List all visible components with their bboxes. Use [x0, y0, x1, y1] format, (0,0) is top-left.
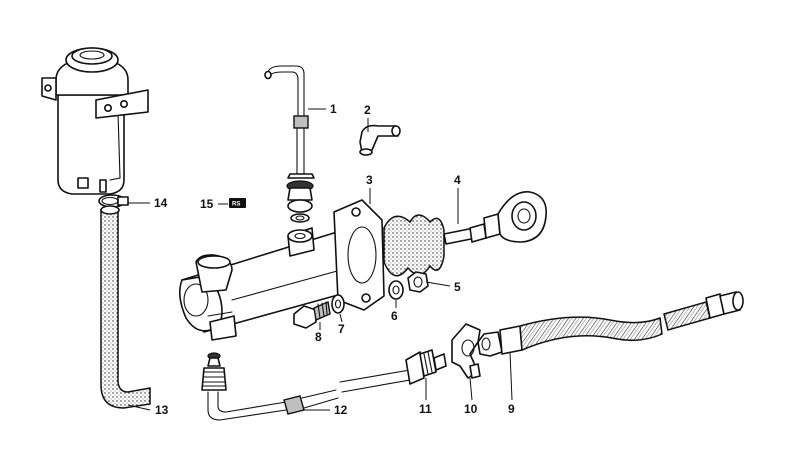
- rubber-boot: [383, 214, 445, 277]
- callout-11: 11: [419, 402, 432, 416]
- callout-13: 13: [155, 403, 169, 417]
- braided-hose: [477, 291, 744, 357]
- callout-10: 10: [464, 402, 478, 416]
- callout-4: 4: [454, 173, 461, 187]
- mounting-bracket: [451, 323, 481, 379]
- callout-2: 2: [364, 103, 371, 117]
- hex-nut: [407, 271, 429, 293]
- callout-8: 8: [315, 330, 322, 344]
- outlet-pipe: [201, 352, 411, 421]
- callout-15: 15: [200, 197, 214, 211]
- fluid-reservoir: [41, 47, 149, 195]
- feed-pipe: [264, 65, 315, 179]
- callout-6: 6: [391, 309, 398, 323]
- callout-1: 1: [330, 102, 337, 116]
- grommet-connector: [286, 180, 314, 223]
- leader-lines: [127, 108, 513, 411]
- master-cylinder: [178, 227, 357, 341]
- callout-9: 9: [508, 402, 515, 416]
- callout-7: 7: [338, 322, 345, 336]
- lock-washer: [388, 280, 404, 300]
- callout-labels: 1 2 3 4 5 6 7 8 9 10 11 12 13 14 15: [154, 102, 515, 417]
- rs-badge: RS: [229, 198, 246, 208]
- hex-bolt: [293, 301, 331, 329]
- callout-14: 14: [154, 196, 168, 210]
- callout-12: 12: [334, 403, 348, 417]
- push-rod: [443, 191, 547, 245]
- callout-3: 3: [366, 173, 373, 187]
- elbow-fitting: [359, 124, 401, 156]
- mounting-flange: [333, 199, 385, 311]
- rs-badge-text: RS: [232, 202, 240, 208]
- callout-5: 5: [454, 280, 461, 294]
- reservoir-hose: [100, 205, 151, 409]
- flat-washer: [331, 294, 345, 314]
- hose-clamp: [98, 194, 129, 208]
- union-fitting: [405, 349, 447, 385]
